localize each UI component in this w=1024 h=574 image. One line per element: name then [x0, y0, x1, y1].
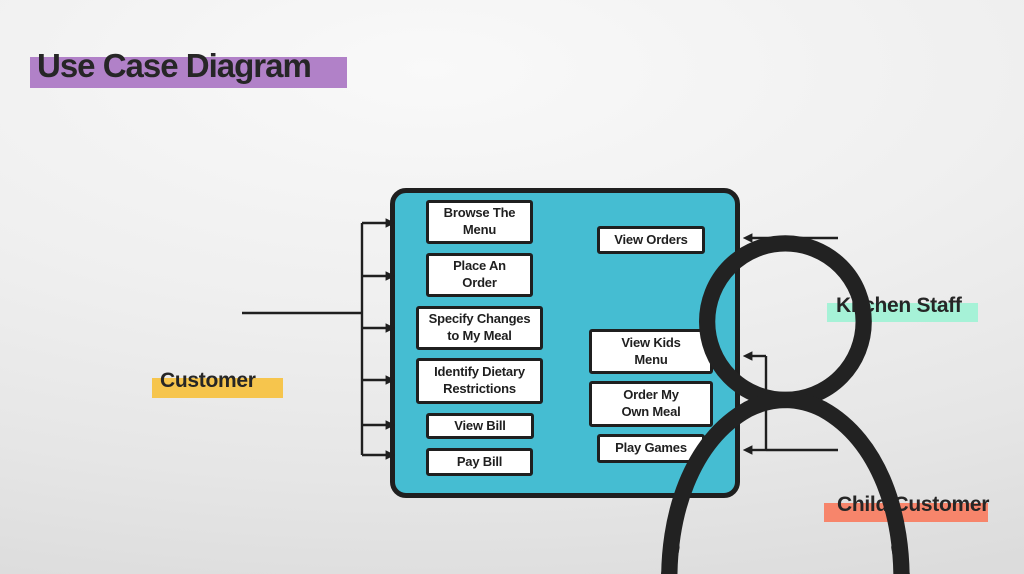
- usecase-play-games: Play Games: [597, 434, 705, 463]
- usecase-specify-changes: Specify Changes to My Meal: [416, 306, 543, 350]
- customer-label-highlight: [152, 378, 283, 398]
- usecase-browse-the-menu: Browse The Menu: [426, 200, 533, 244]
- usecase-view-bill: View Bill: [426, 413, 534, 439]
- usecase-view-kids-menu: View Kids Menu: [589, 329, 713, 374]
- page-title: Use Case Diagram: [37, 47, 312, 84]
- kitchen-staff-label: Kitchen Staff: [836, 294, 962, 317]
- usecase-view-orders: View Orders: [597, 226, 705, 254]
- customer-label: Customer: [160, 369, 256, 392]
- usecase-order-my-own-meal: Order My Own Meal: [589, 381, 713, 427]
- usecase-pay-bill: Pay Bill: [426, 448, 533, 476]
- child-customer-label: Child Customer: [837, 493, 990, 516]
- usecase-place-an-order: Place An Order: [426, 253, 533, 297]
- usecase-dietary-restrictions: Identify Dietary Restrictions: [416, 358, 543, 404]
- title-highlight-bar: [30, 57, 347, 88]
